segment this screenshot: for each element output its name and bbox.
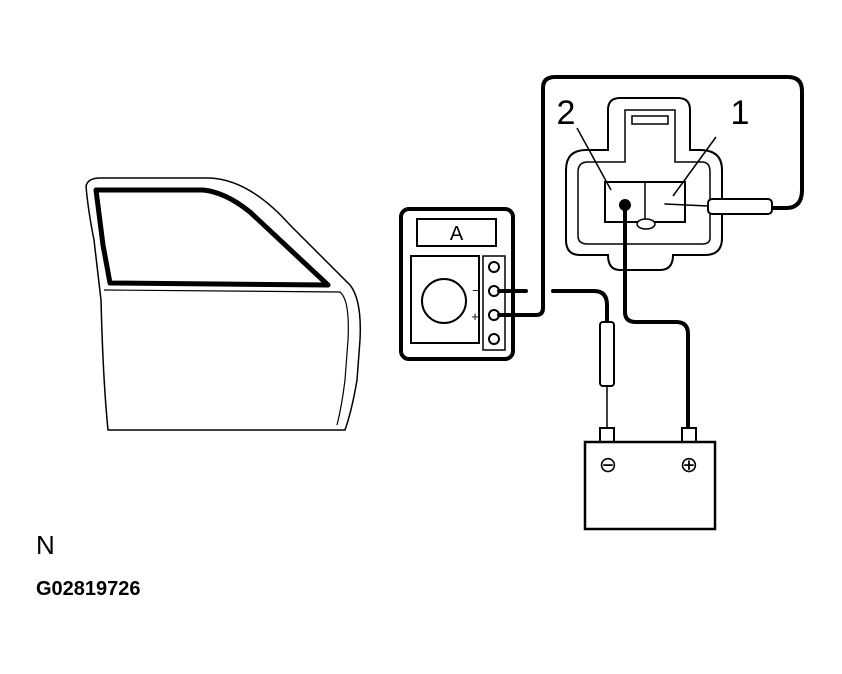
- battery-negative-symbol: ⊖: [599, 452, 617, 477]
- battery-negative-post: [599, 427, 615, 443]
- door-inner-line: [103, 289, 349, 426]
- ammeter-plus-label: +: [471, 309, 479, 324]
- terminal-2-leader: [576, 127, 612, 191]
- battery-positive-post: [681, 427, 697, 443]
- battery-negative-probe: [599, 321, 615, 387]
- view-letter: N: [36, 530, 55, 560]
- ammeter: A − +: [399, 207, 515, 361]
- terminal-1-leader: [672, 136, 717, 197]
- ammeter-jack-1: [488, 261, 500, 273]
- door-window-frame: [93, 187, 331, 288]
- ammeter-dial: [421, 278, 467, 324]
- ammeter-terminal-strip: [482, 255, 506, 351]
- test-leads: [497, 75, 804, 434]
- terminal-2-label: 2: [557, 94, 576, 132]
- battery-positive-symbol: ⊕: [680, 452, 698, 477]
- terminal-1-label: 1: [731, 94, 750, 132]
- terminal-1-probe: [707, 198, 773, 215]
- terminal-callouts: 2 1: [557, 94, 750, 197]
- figure-code: G02819726: [36, 578, 141, 600]
- battery: ⊖ ⊕: [583, 427, 717, 531]
- connector-terminal-2-pin: [636, 218, 656, 230]
- connector-inner-housing: [577, 109, 711, 245]
- lead-terminal-2-to-battery-positive: [623, 203, 690, 434]
- ammeter-jack-4: [488, 333, 500, 345]
- connector-lock-tab: [631, 115, 669, 125]
- lead-meter-plus-to-terminal-1: [497, 75, 804, 317]
- ammeter-minus-label: −: [472, 283, 480, 298]
- battery-case: [583, 440, 717, 531]
- door-illustration: [85, 177, 362, 431]
- ammeter-display-label: A: [450, 223, 464, 245]
- terminal-1-probe-tip: [664, 203, 709, 207]
- ammeter-display: [416, 218, 497, 247]
- motor-connector: [565, 97, 723, 271]
- lead-probe-to-battery-negative: [551, 289, 609, 324]
- door-outer-outline: [85, 177, 362, 431]
